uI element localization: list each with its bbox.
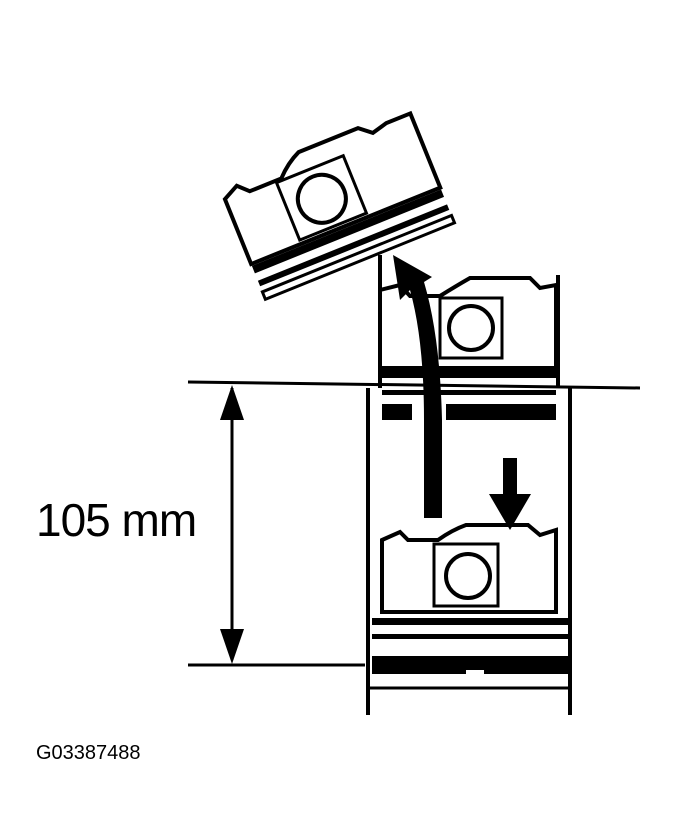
piston-icon <box>222 110 457 302</box>
dimension-label: 105 mm <box>36 494 197 546</box>
dimension-marker <box>220 385 244 664</box>
arrow-down-icon <box>489 458 531 530</box>
figure-code: G03387488 <box>36 742 141 764</box>
curved-arrow-up-icon <box>393 255 442 518</box>
piston-icon <box>368 523 570 690</box>
piston-icon <box>378 276 558 420</box>
deck-line <box>187 380 641 390</box>
